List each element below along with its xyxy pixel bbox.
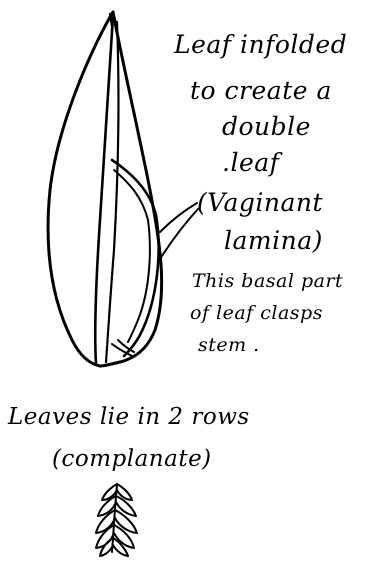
basal-line-2: of leaf clasps: [190, 302, 323, 324]
vaginant-line-1: (Vaginant: [197, 188, 323, 217]
basal-line-3: stem .: [198, 334, 260, 356]
infold-line-4: .leaf: [222, 148, 279, 177]
leaf-infold-inner: [114, 170, 150, 342]
pointer-lines: [158, 203, 198, 262]
rows-line-2: (complanate): [52, 446, 212, 472]
rows-line-1: Leaves lie in 2 rows: [8, 404, 250, 430]
vaginant-line-2: lamina): [224, 226, 323, 255]
infold-line-2: to create a: [190, 76, 332, 105]
complanate-shoot: [96, 484, 137, 556]
leaf-midrib-inner: [106, 22, 118, 362]
infold-line-1: Leaf infolded: [174, 30, 347, 59]
basal-line-1: This basal part: [192, 270, 343, 292]
leaf-drawing: [48, 12, 162, 366]
infold-line-3: double: [222, 112, 311, 141]
